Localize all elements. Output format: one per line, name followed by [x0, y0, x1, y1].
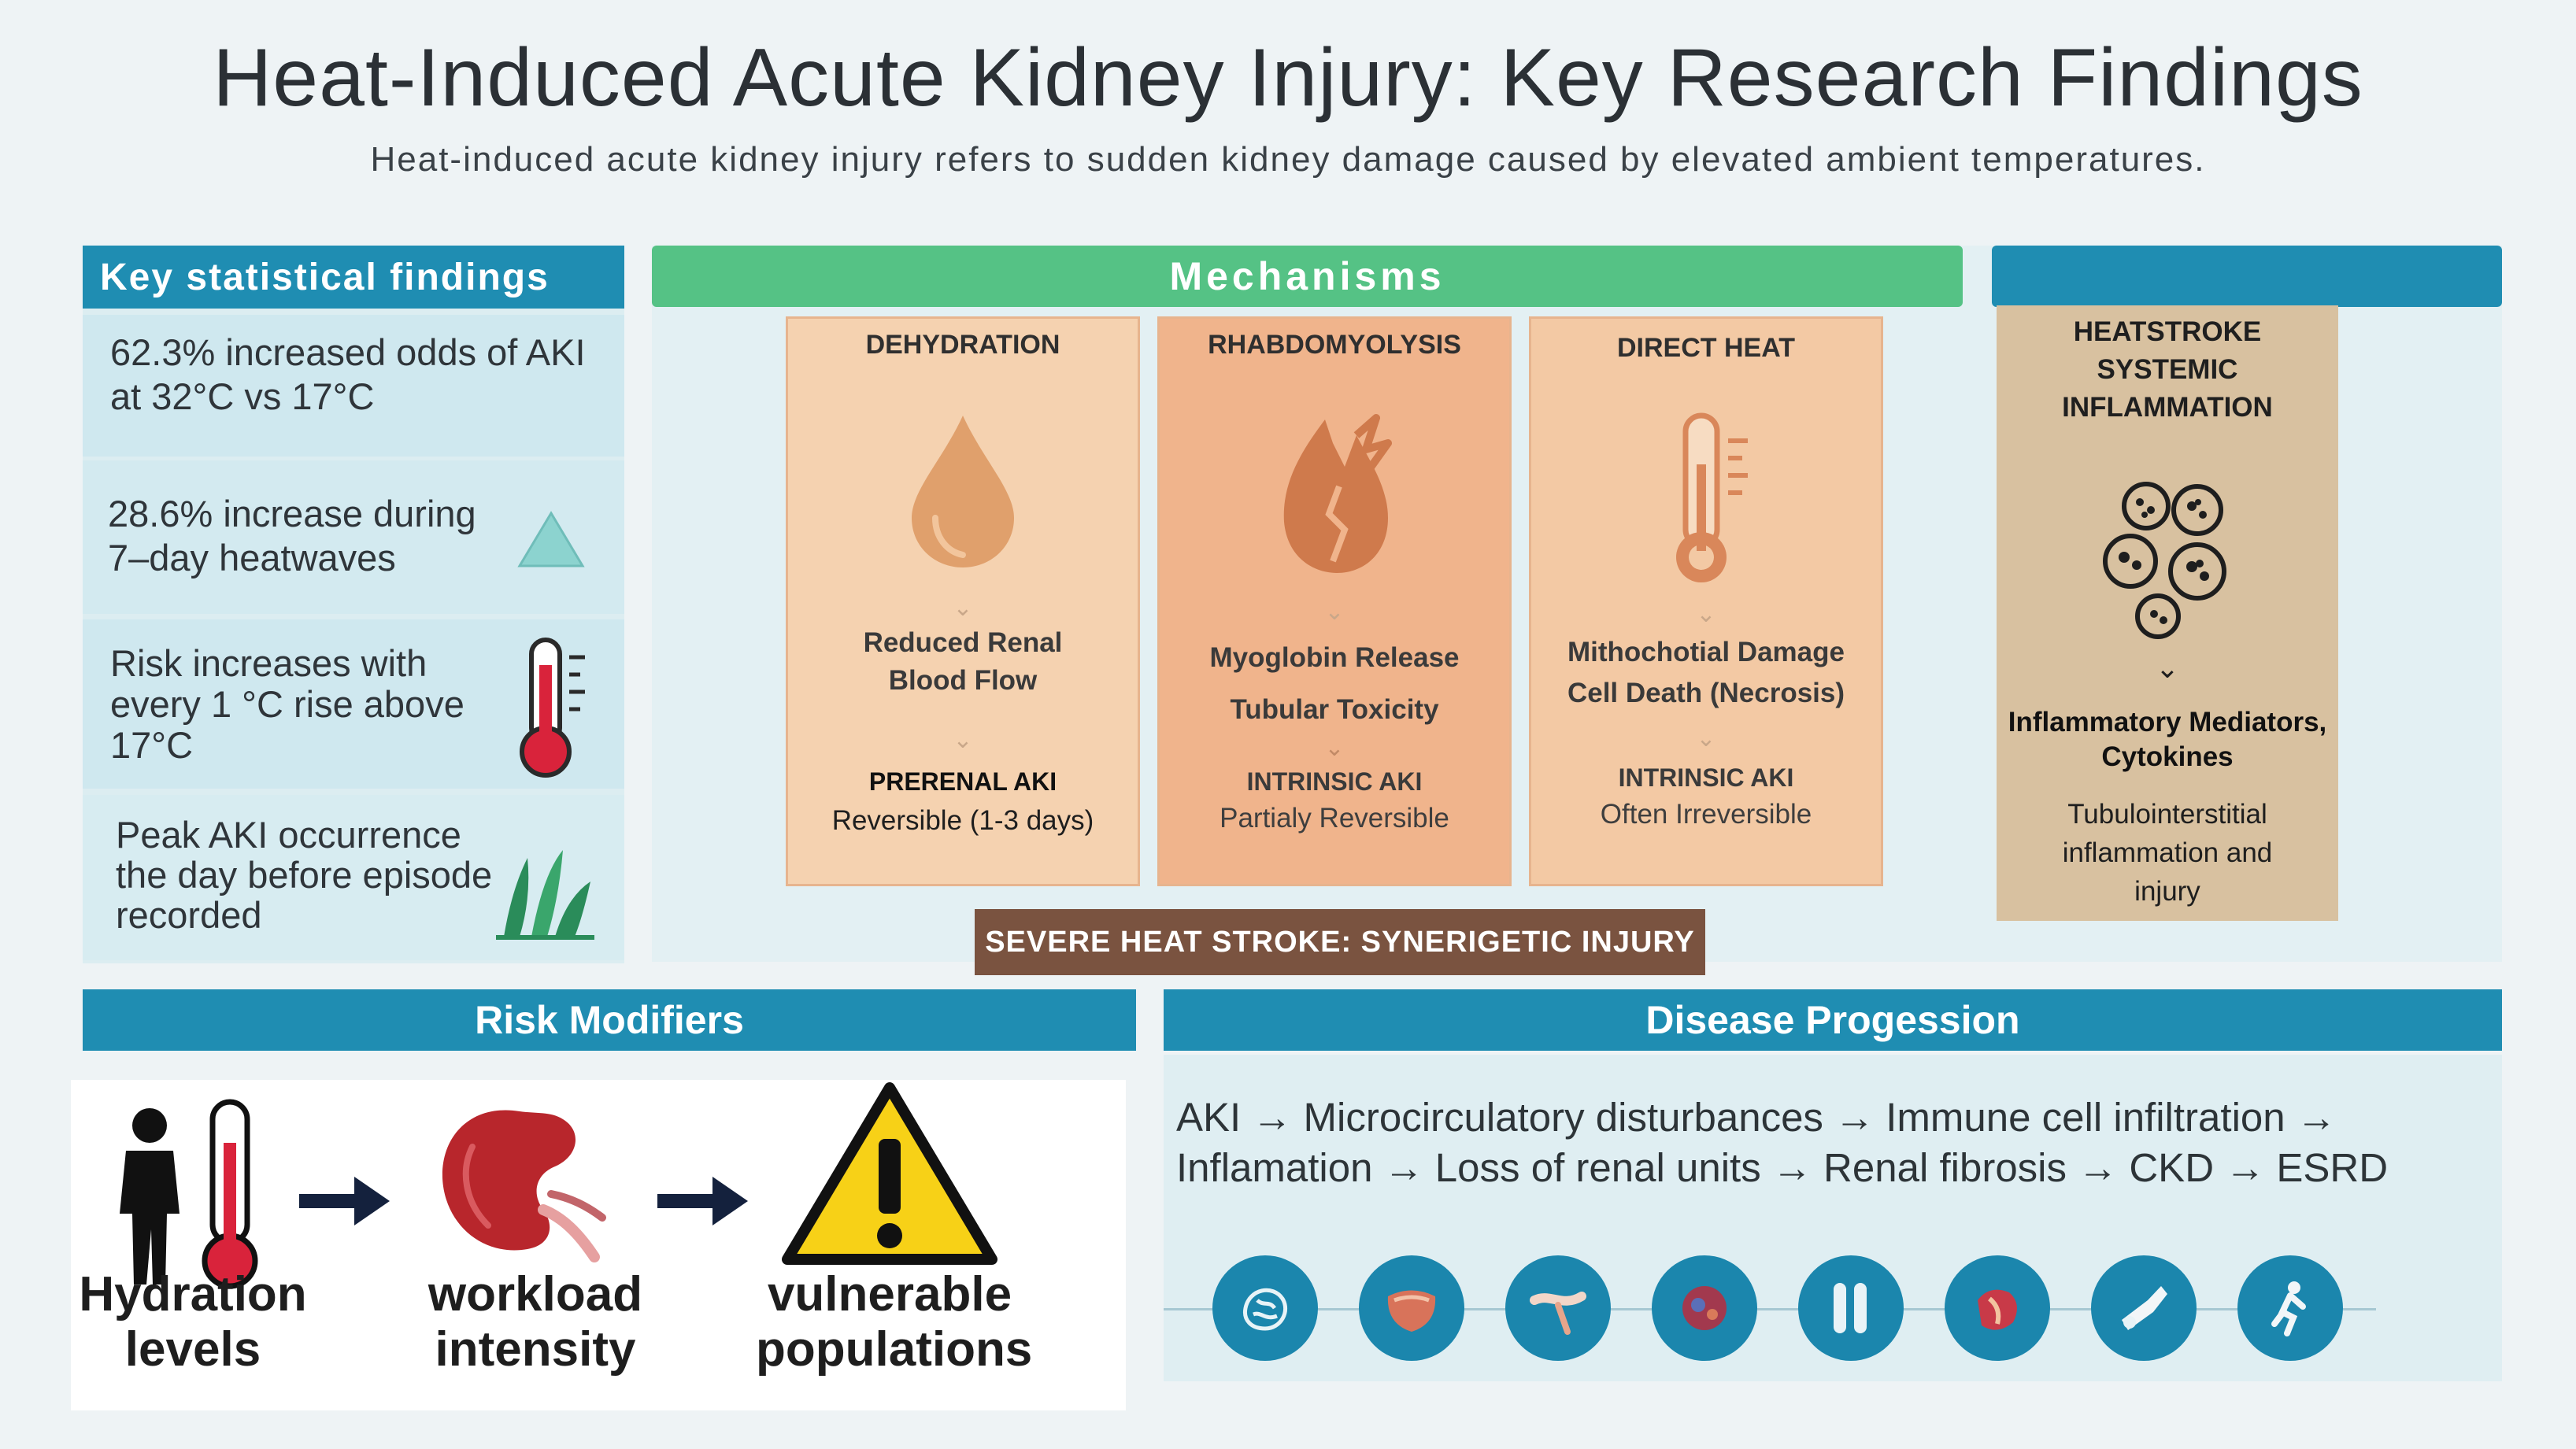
chevron-down-icon: ⌄	[953, 595, 973, 621]
mechanism-title: DEHYDRATION	[865, 330, 1060, 360]
mechanism-effect-2: Tubular Toxicity	[1230, 694, 1439, 725]
person-thermometer-icon	[120, 1099, 258, 1289]
mechanism-reversibility: Partialy Reversible	[1220, 803, 1449, 834]
stat-text-1: 62.3% increased odds of AKI at 32°C vs 1…	[110, 331, 586, 417]
stat-text-4: Peak AKI occurrence the day before episo…	[116, 814, 493, 936]
vessel-icon	[1505, 1255, 1611, 1361]
stat-item-2: 28.6% increase during 7–day heatwaves	[83, 460, 624, 614]
mechanism-card-rhabdomyolysis: RHABDOMYOLYSIS ⌄ Myoglobin Release Tubul…	[1157, 316, 1512, 886]
risk-modifiers-panel: Hydration levels workload intensity vuln…	[71, 1080, 1126, 1410]
risk-label-line: levels	[124, 1322, 261, 1377]
mechanism-effect-2: Blood Flow	[888, 665, 1038, 696]
stat-text-3: Risk increases with every 1 °C rise abov…	[110, 642, 464, 766]
risk-label-line: workload	[427, 1267, 643, 1321]
kidney-icon	[442, 1110, 606, 1262]
mechanism-type: INTRINSIC AKI	[1618, 763, 1794, 792]
risk-label-hydration: Hydration levels	[71, 1267, 315, 1377]
progression-line-1: AKI → Microcirculatory disturbances → Im…	[1176, 1095, 2337, 1140]
thermometer-icon	[520, 638, 585, 778]
risk-modifiers-header-label: Risk Modifiers	[475, 998, 744, 1042]
heatstroke-card: HEATSTROKE SYSTEMIC INFLAMMATION ⌄ Infla…	[1997, 305, 2338, 921]
stat-item-1: 62.3% increased odds of AKI at 32°C vs 1…	[83, 315, 624, 457]
organ-icon	[1359, 1255, 1464, 1361]
heatstroke-title: HEATSTROKE SYSTEMIC INFLAMMATION	[2062, 316, 2273, 423]
kidney-tissue-icon	[1212, 1255, 1318, 1361]
mechanisms-header-label: Mechanisms	[1169, 254, 1445, 298]
mechanism-reversibility: Often Irreversible	[1600, 799, 1812, 830]
heatstroke-mediators: Inflammatory Mediators, Cytokines	[2008, 707, 2327, 772]
progression-header: Disease Progession	[1164, 989, 2502, 1051]
stats-header: Key statistical findings	[83, 246, 624, 309]
chevron-down-icon: ⌄	[953, 727, 973, 753]
mechanism-title: DIRECT HEAT	[1616, 333, 1796, 363]
stat-item-4: Peak AKI occurrence the day before episo…	[83, 795, 624, 960]
progression-header-label: Disease Progession	[1645, 998, 2020, 1042]
water-drop-icon	[912, 416, 1014, 567]
banner-label: SEVERE HEAT STROKE: SYNERIGETIC INJURY	[985, 925, 1695, 959]
chevron-down-icon: ⌄	[1324, 735, 1345, 761]
mechanism-type: PRERENAL AKI	[868, 767, 1057, 796]
plant-icon	[496, 850, 594, 940]
mechanism-title: RHABDOMYOLYSIS	[1208, 330, 1461, 360]
chevron-down-icon: ⌄	[2155, 652, 2180, 684]
thermometer-icon	[1676, 412, 1748, 582]
mechanism-type: INTRINSIC AKI	[1246, 767, 1423, 796]
progression-panel: AKI → Microcirculatory disturbances → Im…	[1164, 1055, 2502, 1381]
broken-kidney-icon	[1283, 414, 1392, 573]
mechanism-effect-1: Myoglobin Release	[1209, 642, 1460, 673]
risk-label-line: populations	[756, 1322, 1033, 1377]
arrow-right-icon	[299, 1177, 390, 1225]
mechanism-effect-1: Mithochotial Damage	[1567, 637, 1845, 667]
heatstroke-result: Tubulointerstitial inflammation and inju…	[2062, 799, 2273, 907]
heatstroke-header-bar	[1992, 246, 2502, 307]
risk-modifiers-header: Risk Modifiers	[83, 989, 1136, 1051]
mechanism-card-dehydration: DEHYDRATION ⌄ Reduced Renal Blood Flow ⌄…	[786, 316, 1140, 886]
fibrosis-icon	[1945, 1255, 2050, 1361]
mechanism-card-direct-heat: DIRECT HEAT ⌄ Mithochotial Damage Cell D…	[1529, 316, 1883, 886]
warning-icon	[782, 1082, 997, 1265]
risk-label-line: intensity	[435, 1322, 636, 1377]
progression-line-2: Inflamation → Loss of renal units → Rena…	[1176, 1145, 2389, 1190]
risk-label-workload: workload intensity	[417, 1267, 653, 1377]
chevron-down-icon: ⌄	[1324, 599, 1345, 625]
severe-heatstroke-banner: SEVERE HEAT STROKE: SYNERIGETIC INJURY	[975, 909, 1705, 975]
stat-text-2: 28.6% increase during 7–day heatwaves	[108, 493, 476, 578]
progression-timeline-line	[1164, 1308, 2376, 1310]
mechanism-effect-1: Reduced Renal	[863, 627, 1063, 658]
figure-icon	[2237, 1255, 2343, 1361]
stat-item-3: Risk increases with every 1 °C rise abov…	[83, 619, 624, 789]
risk-label-line: Hydration	[79, 1267, 307, 1321]
risk-label-vulnerable: vulnerable populations	[756, 1267, 1033, 1377]
triangle-icon	[517, 511, 585, 567]
chevron-down-icon: ⌄	[1696, 601, 1716, 627]
cell-icon	[1652, 1255, 1757, 1361]
risk-label-line: vulnerable	[767, 1267, 1012, 1321]
mechanism-reversibility: Reversible (1-3 days)	[831, 805, 1094, 836]
arrow-right-icon	[657, 1177, 748, 1225]
tubule-icon	[1798, 1255, 1904, 1361]
page-subtitle: Heat-induced acute kidney injury refers …	[370, 140, 2206, 179]
stats-header-label: Key statistical findings	[100, 256, 550, 298]
chevron-down-icon: ⌄	[1696, 726, 1716, 752]
damaged-tissue-icon	[2091, 1255, 2197, 1361]
page-title: Heat-Induced Acute Kidney Injury: Key Re…	[213, 32, 2363, 124]
mechanisms-header: Mechanisms	[652, 246, 1963, 307]
mechanism-effect-2: Cell Death (Necrosis)	[1567, 678, 1845, 708]
immune-cells-icon	[2103, 482, 2226, 639]
